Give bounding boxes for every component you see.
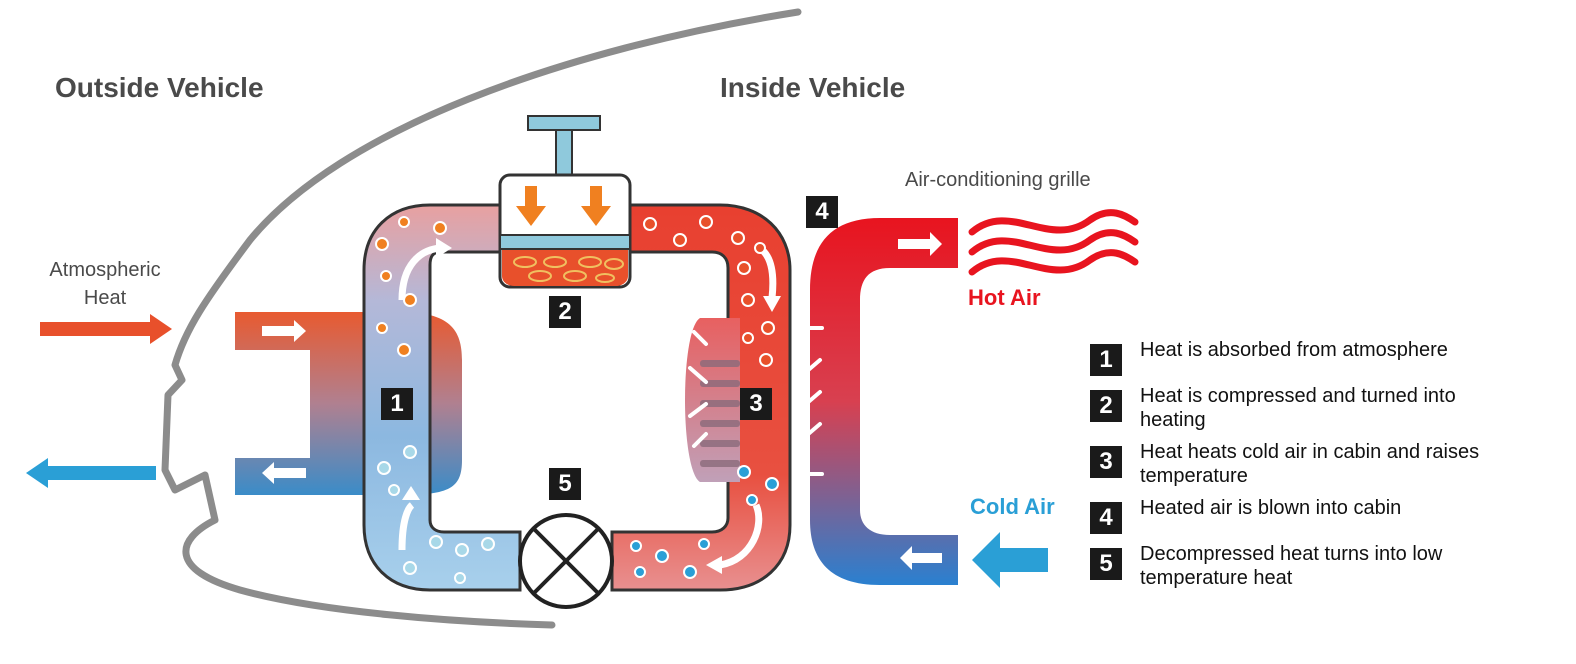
legend-badge: 3: [1090, 446, 1122, 478]
legend-badge: 1: [1090, 344, 1122, 376]
refrigerant-bubbles-cold: [377, 445, 495, 584]
atmospheric-heat-arrow: [40, 314, 172, 344]
legend-text: Decompressed heat turns into low tempera…: [1140, 543, 1443, 589]
legend-text: Heat is absorbed from atmosphere: [1140, 339, 1448, 361]
cabin-arrow-out: [898, 232, 942, 256]
legend-badge: 2: [1090, 390, 1122, 422]
step-badge-2: 2: [549, 296, 581, 328]
step-badge-5: 5: [549, 468, 581, 500]
grille-label: Air-conditioning grille: [905, 169, 1091, 191]
refrigerant-bubbles-warm: [375, 216, 447, 357]
legend-text: Heat heats cold air in cabin and raises …: [1140, 441, 1480, 487]
cold-air-arrow: [972, 532, 1048, 588]
hot-air-label: Hot Air: [968, 285, 1041, 310]
condenser-air-arrows: [688, 326, 824, 476]
refrigerant-bubbles-blue: [630, 465, 779, 579]
exhaust-arrow: [26, 458, 156, 488]
duct-arrow-in: [262, 320, 306, 342]
cabin-duct: [810, 218, 958, 585]
vehicle-outline: [161, 8, 802, 629]
compressor: [498, 115, 632, 289]
duct-arrow-out: [262, 462, 306, 484]
legend-item: 4 Heated air is blown into cabin: [1090, 496, 1570, 534]
legend-text: Heat is compressed and turned into heati…: [1140, 385, 1456, 431]
legend-item: 5 Decompressed heat turns into low tempe…: [1090, 542, 1570, 590]
legend-badge: 5: [1090, 548, 1122, 580]
atmospheric-heat-label: Atmospheric Heat: [30, 256, 180, 312]
outside-vehicle-title: Outside Vehicle: [55, 72, 264, 103]
hot-air-waves: [968, 209, 1139, 276]
atmospheric-heat-line2: Heat: [83, 287, 127, 309]
expansion-valve: [518, 513, 614, 609]
step-badge-3: 3: [740, 388, 772, 420]
cold-air-label: Cold Air: [970, 494, 1055, 519]
legend-item: 3 Heat heats cold air in cabin and raise…: [1090, 440, 1570, 488]
step-badge-1: 1: [381, 388, 413, 420]
legend-text: Heated air is blown into cabin: [1140, 497, 1402, 519]
legend: 1 Heat is absorbed from atmosphere 2 Hea…: [1090, 338, 1570, 598]
cabin-arrow-in: [900, 546, 942, 570]
evaporator-loop: [362, 203, 522, 592]
condenser-fins: [685, 318, 740, 482]
atmospheric-heat-line1: Atmospheric: [49, 259, 161, 281]
legend-item: 1 Heat is absorbed from atmosphere: [1090, 338, 1570, 376]
refrigerant-bubbles-hot: [643, 215, 775, 367]
step-badge-4: 4: [806, 196, 838, 228]
legend-badge: 4: [1090, 502, 1122, 534]
legend-item: 2 Heat is compressed and turned into hea…: [1090, 384, 1570, 432]
inside-vehicle-title: Inside Vehicle: [720, 72, 906, 103]
